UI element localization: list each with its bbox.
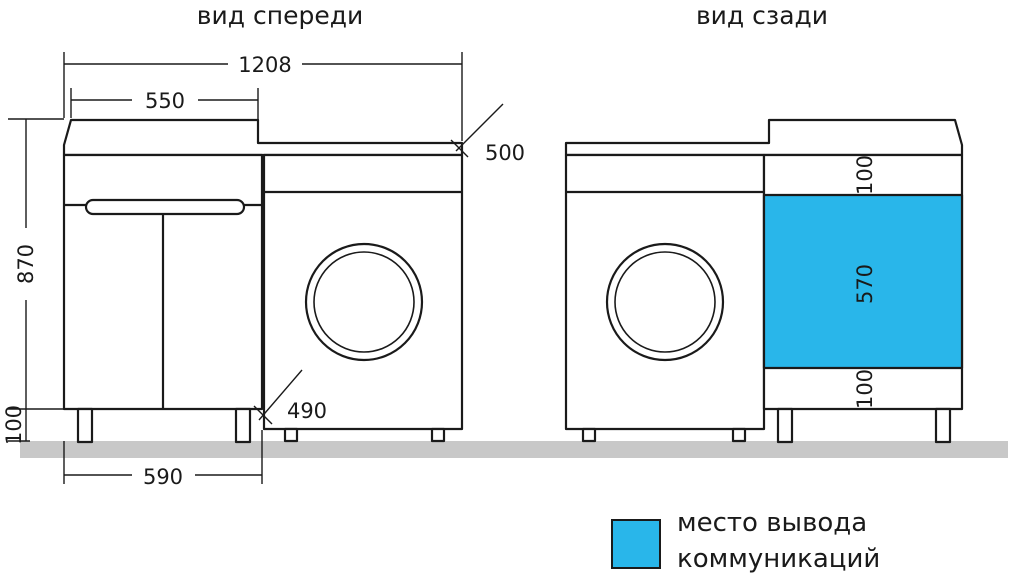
washer-foot-right xyxy=(430,427,446,443)
dim-total-width: 1208 xyxy=(238,53,291,77)
back-view xyxy=(564,118,964,444)
back-washing-machine-door-outer xyxy=(605,242,725,362)
dim-back-bottom-band: 100 xyxy=(853,369,877,409)
cabinet-leg-right xyxy=(234,407,252,444)
back-cabinet-leg-left xyxy=(776,407,794,444)
front-countertop xyxy=(62,118,464,157)
front-view xyxy=(62,118,464,444)
back-washing-machine-door-inner xyxy=(614,251,716,353)
washing-machine-body xyxy=(262,153,464,431)
back-washer-foot-right xyxy=(731,427,747,443)
dim-depth-bottom: 490 xyxy=(287,399,327,423)
dim-bottom-width: 590 xyxy=(143,465,183,489)
title-front-view: вид спереди xyxy=(197,1,363,30)
front-dimensions xyxy=(8,52,504,484)
communications-zone xyxy=(762,193,964,370)
washer-foot-left xyxy=(283,427,299,443)
legend-swatch xyxy=(611,519,661,569)
floor xyxy=(20,441,1008,458)
back-washing-machine-body xyxy=(564,153,766,431)
dim-cabinet-width: 550 xyxy=(145,89,185,113)
cabinet-leg-left xyxy=(76,407,94,444)
title-back-view: вид сзади xyxy=(696,1,828,30)
legend-line-2: коммуникаций xyxy=(677,544,880,574)
dim-total-height: 870 xyxy=(14,244,38,284)
washing-machine-door-inner xyxy=(313,251,415,353)
back-countertop xyxy=(564,118,964,157)
dim-depth-top: 500 xyxy=(485,141,525,165)
back-washer-foot-left xyxy=(581,427,597,443)
back-cabinet-leg-right xyxy=(934,407,952,444)
dim-back-zone: 570 xyxy=(853,264,877,304)
washing-machine-door-outer xyxy=(304,242,424,362)
drawer-handle xyxy=(84,198,246,216)
legend-line-1: место вывода xyxy=(677,508,867,538)
legend: место вывода коммуникаций xyxy=(611,508,880,574)
dim-leg-height: 100 xyxy=(2,405,26,445)
dim-back-top-band: 100 xyxy=(853,155,877,195)
